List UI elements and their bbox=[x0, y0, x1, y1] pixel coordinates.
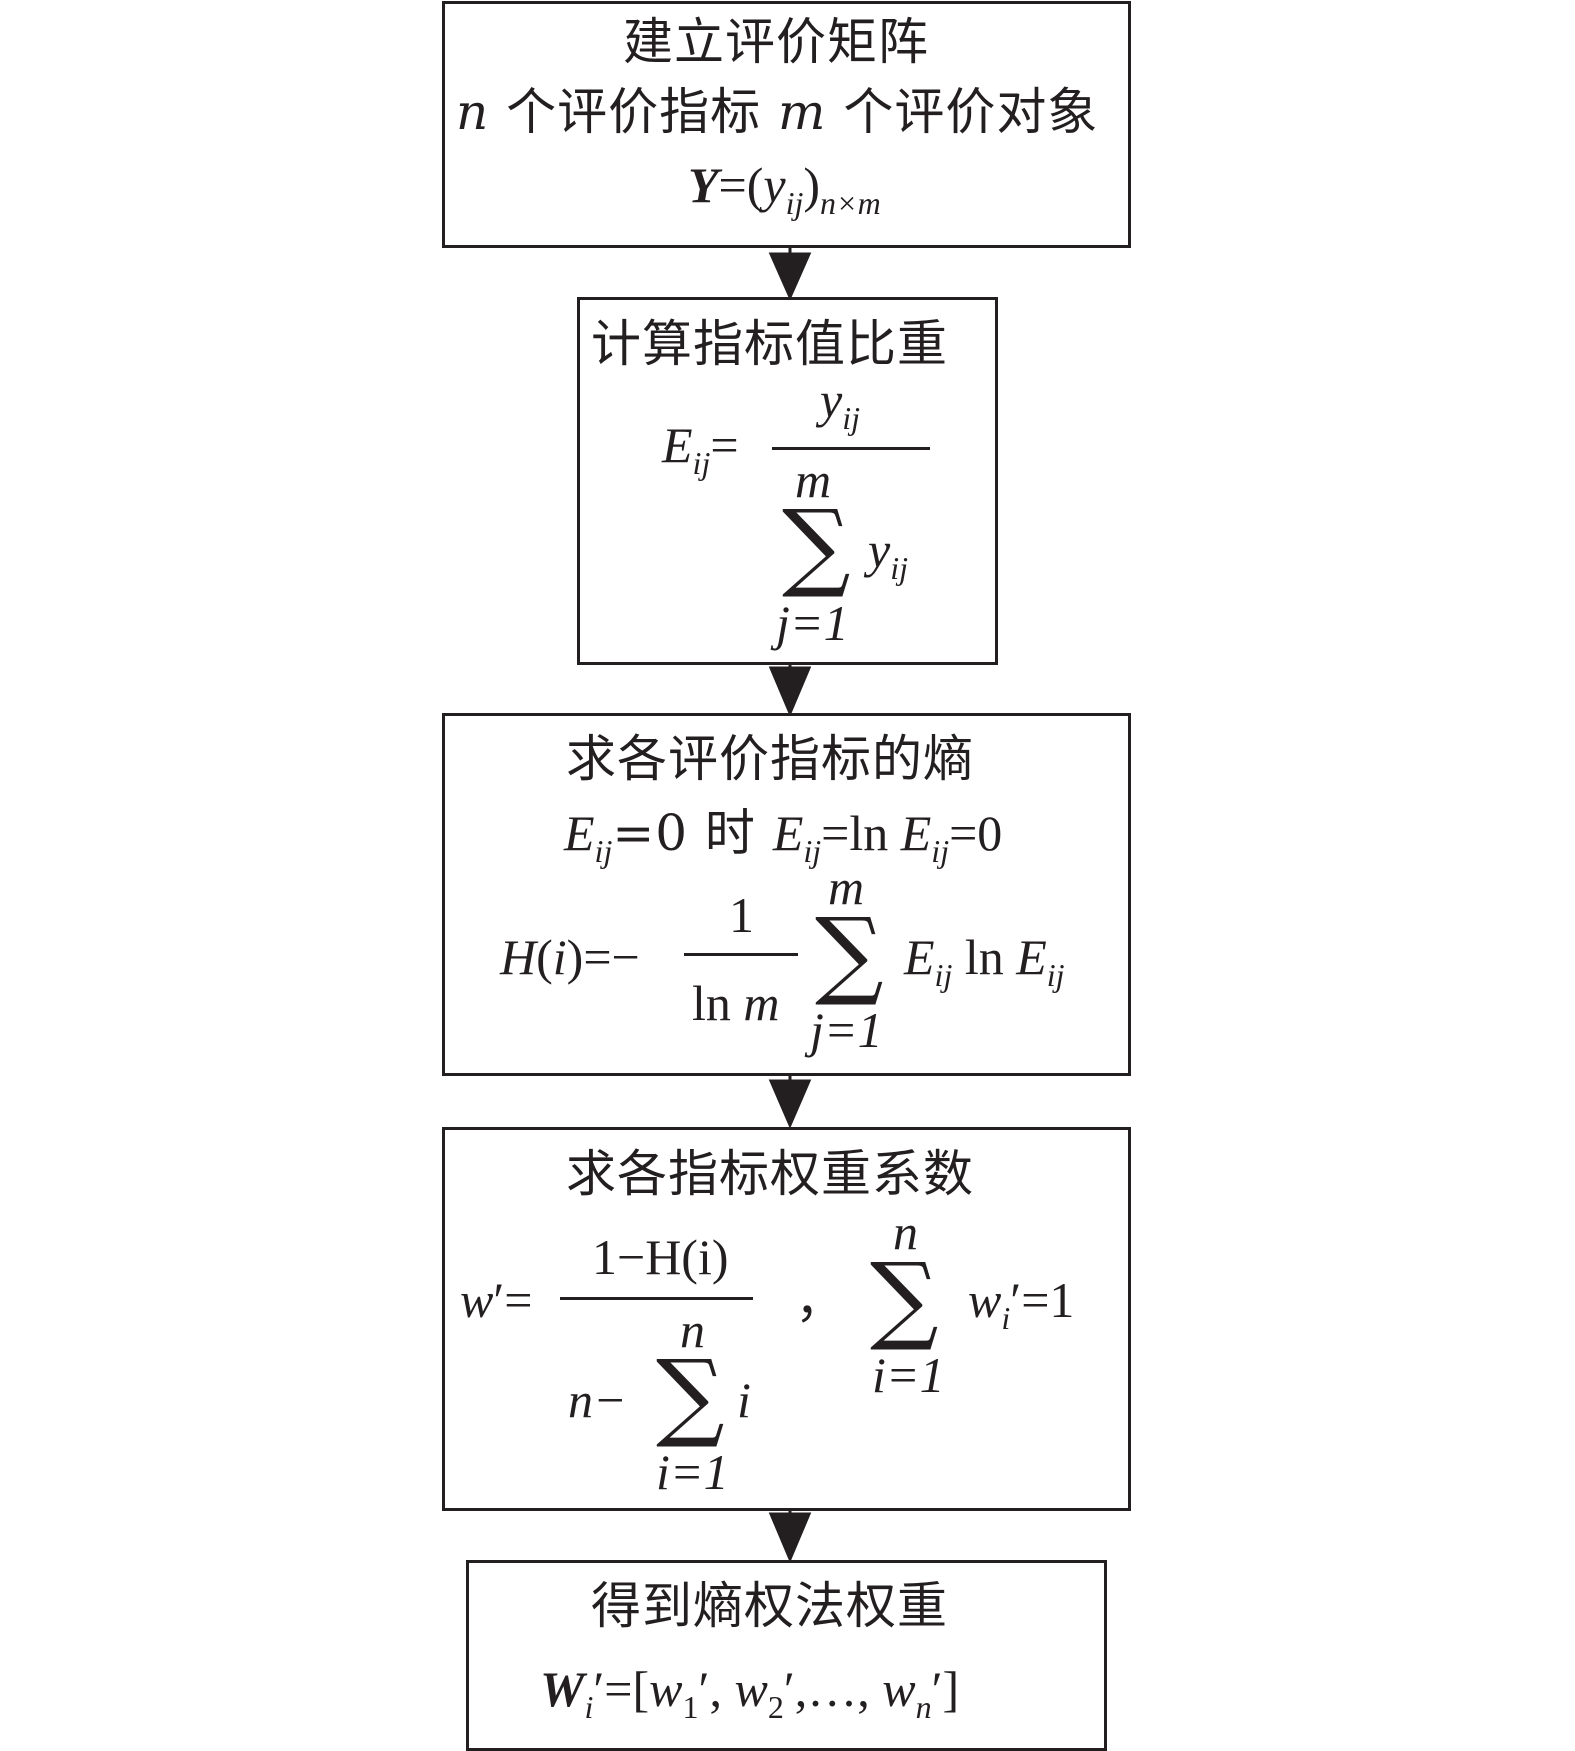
proportion-numerator: yij bbox=[820, 372, 860, 436]
proportion-sum-term: yij bbox=[868, 522, 908, 586]
weight-sum-lower: i=1 bbox=[656, 1444, 729, 1500]
entropy-sum-upper: m bbox=[828, 859, 865, 915]
step-weight-coefficients bbox=[442, 1127, 1131, 1511]
normalization-sum-upper: n bbox=[893, 1204, 918, 1260]
weight-sum-term: i bbox=[737, 1372, 751, 1428]
arrow-head-2 bbox=[768, 666, 812, 717]
summation-sign: ∑ bbox=[782, 489, 851, 601]
weight-fraction-bar bbox=[560, 1297, 753, 1300]
step-build-matrix bbox=[442, 1, 1131, 248]
entropy-condition: Eij=0 时 Eij=ln Eij=0 bbox=[564, 804, 1003, 869]
matrix-formula: Y=(yij)n×m bbox=[688, 157, 881, 221]
weight-sum-upper: n bbox=[680, 1302, 705, 1358]
summation-sign: ∑ bbox=[815, 897, 884, 1009]
summation-sign: ∑ bbox=[656, 1339, 725, 1451]
weight-denominator-prefix: n− bbox=[568, 1372, 627, 1428]
step-compute-proportion bbox=[577, 297, 998, 665]
formula-separator: ， bbox=[795, 1271, 846, 1329]
step1-title: 建立评价矩阵 bbox=[623, 13, 929, 71]
entropy-numerator: 1 bbox=[729, 887, 754, 943]
step3-title: 求各评价指标的熵 bbox=[566, 730, 974, 788]
normalization-term: wi′=1 bbox=[968, 1272, 1075, 1336]
arrow-head-1 bbox=[768, 252, 812, 301]
proportion-sum-lower: j=1 bbox=[776, 595, 849, 651]
proportion-fraction-bar bbox=[772, 447, 930, 450]
weight-vector-formula: Wi′=[w1′, w2′,…, wn′] bbox=[540, 1661, 960, 1725]
entropy-lhs: H(i)=− bbox=[500, 929, 640, 985]
step2-title: 计算指标值比重 bbox=[591, 315, 948, 373]
step-entropy-weights bbox=[466, 1560, 1107, 1751]
arrow-head-4 bbox=[768, 1512, 812, 1563]
step1-description: n 个评价指标 m 个评价对象 bbox=[456, 83, 1099, 141]
entropy-denominator: ln m bbox=[692, 975, 780, 1031]
entropy-sum-lower: j=1 bbox=[810, 1002, 883, 1058]
entropy-fraction-bar bbox=[684, 953, 798, 956]
normalization-sum-lower: i=1 bbox=[872, 1347, 945, 1403]
entropy-sum-term: Eij ln Eij bbox=[904, 929, 1065, 993]
proportion-sum-upper: m bbox=[795, 452, 832, 508]
step4-title: 求各指标权重系数 bbox=[566, 1145, 974, 1203]
proportion-lhs: Eij= bbox=[662, 417, 739, 481]
weight-lhs: w′= bbox=[460, 1272, 533, 1328]
arrow-head-3 bbox=[768, 1079, 812, 1129]
step5-title: 得到熵权法权重 bbox=[591, 1577, 948, 1635]
weight-numerator: 1−H(i) bbox=[592, 1229, 729, 1285]
step-entropy bbox=[442, 713, 1131, 1076]
summation-sign: ∑ bbox=[870, 1242, 939, 1354]
